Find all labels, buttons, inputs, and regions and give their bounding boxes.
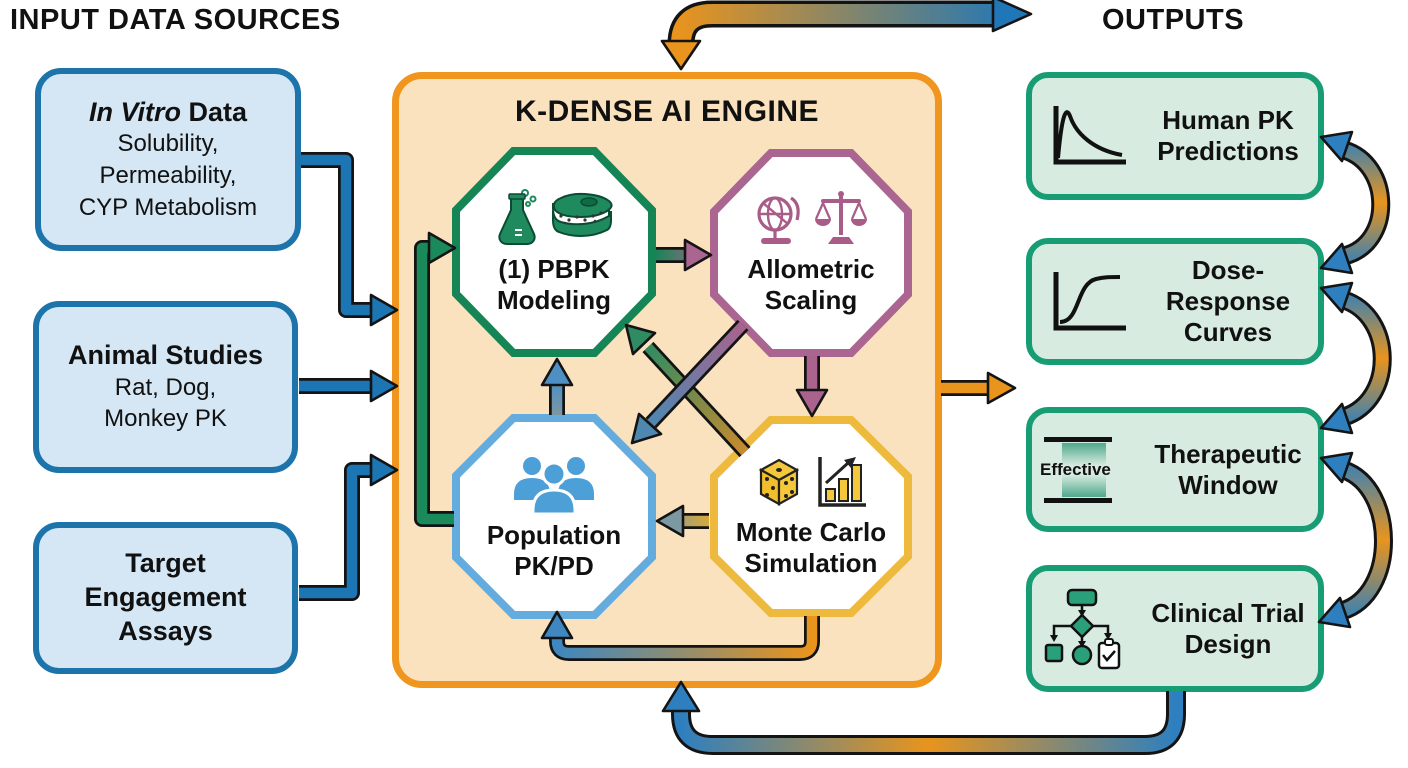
arrow-target-to-engine xyxy=(299,453,399,601)
inputs-header: INPUT DATA SOURCES xyxy=(10,4,341,36)
dose-response-label: Dose- Response Curves xyxy=(1144,255,1318,347)
output-box-clinical-trial: Clinical Trial Design xyxy=(1026,565,1324,692)
arc-humanpk-doseresponse xyxy=(1319,130,1391,275)
globe-icon xyxy=(757,196,800,245)
arc-doseresponse-therapeutic xyxy=(1319,281,1392,435)
in-vitro-line: Permeability, xyxy=(99,161,237,189)
human-pk-line: Human PK xyxy=(1162,105,1294,136)
output-box-therapeutic-window: Effective Therapeutic Window xyxy=(1026,407,1324,532)
dose-response-line: Curves xyxy=(1183,316,1273,347)
in-vitro-line: CYP Metabolism xyxy=(78,193,258,221)
effective-range-band xyxy=(1062,442,1106,497)
bar-chart-rising-icon xyxy=(818,456,866,507)
outputs-header: OUTPUTS xyxy=(1102,4,1245,36)
human-pk-label: Human PK Predictions xyxy=(1144,105,1318,166)
clinical-line: Design xyxy=(1184,628,1272,659)
node-allometric-scaling: Allometric Scaling xyxy=(710,149,912,357)
human-pk-line: Predictions xyxy=(1157,136,1299,166)
trial-flowchart-icon xyxy=(1044,588,1121,669)
in-vitro-title-rest: Data xyxy=(180,96,248,127)
input-box-animal-studies: Animal Studies Rat, Dog, Monkey PK xyxy=(33,301,298,473)
arrow-engine-outputs-top xyxy=(660,0,1033,71)
pk-curve-icon xyxy=(1053,106,1126,165)
arrow-engine-output-right xyxy=(941,371,1017,405)
allometric-label-line: Allometric xyxy=(747,254,875,285)
in-vitro-title: In Vitro Data xyxy=(89,96,247,128)
population-label-line: PK/PD xyxy=(514,550,594,581)
therapeutic-window-icon: Effective xyxy=(1040,427,1136,513)
pbpk-label-line: (1) PBPK xyxy=(498,254,610,285)
clinical-label: Clinical Trial Design xyxy=(1144,598,1318,659)
node-monte-carlo-simulation: Monte Carlo Simulation xyxy=(710,416,912,617)
input-box-target-engagement: Target Engagement Assays xyxy=(33,522,298,674)
therapeutic-label: Therapeutic Window xyxy=(1144,439,1318,500)
arc-therapeutic-clinical xyxy=(1317,451,1393,629)
clinical-line: Clinical Trial xyxy=(1151,597,1305,628)
therapeutic-line: Therapeutic xyxy=(1154,438,1302,469)
people-group-icon xyxy=(514,456,594,514)
node-pbpk-modeling: (1) PBPK Modeling xyxy=(452,147,656,357)
allometric-label-line: Scaling xyxy=(764,285,858,315)
input-box-in-vitro-data: In Vitro Data Solubility, Permeability, … xyxy=(35,68,301,251)
montecarlo-label-line: Simulation xyxy=(744,547,878,578)
dice-icon xyxy=(758,458,800,506)
therapeutic-line: Window xyxy=(1178,469,1278,500)
arrow-invitro-to-engine xyxy=(301,152,399,327)
montecarlo-label-line: Monte Carlo xyxy=(735,516,887,547)
output-box-human-pk: Human PK Predictions xyxy=(1026,72,1324,200)
upper-limit-line xyxy=(1044,436,1112,442)
effective-label: Effective xyxy=(1040,459,1111,479)
tissue-membrane-icon xyxy=(552,193,613,238)
engine-title: K-DENSE AI ENGINE xyxy=(514,95,820,128)
population-label-line: Population xyxy=(486,519,622,550)
arrow-animal-to-engine xyxy=(299,369,399,403)
animal-title: Animal Studies xyxy=(67,340,264,371)
dose-response-line: Dose- xyxy=(1191,255,1265,286)
pbpk-label-line: Modeling xyxy=(496,285,612,315)
in-vitro-line: Solubility, xyxy=(117,130,219,158)
lower-limit-line xyxy=(1044,497,1112,503)
in-vitro-title-italic: In Vitro xyxy=(88,96,181,127)
target-line: Assays xyxy=(118,615,213,646)
animal-line: Monkey PK xyxy=(104,405,227,433)
animal-line: Rat, Dog, xyxy=(114,373,217,401)
output-box-dose-response: Dose- Response Curves xyxy=(1026,238,1324,365)
flask-icon xyxy=(498,189,537,246)
target-line: Engagement xyxy=(84,582,247,613)
target-line: Target xyxy=(125,548,206,579)
node-population-pkpd: Population PK/PD xyxy=(452,414,656,619)
sigmoid-curve-icon xyxy=(1053,271,1126,330)
dose-response-line: Response xyxy=(1165,286,1291,317)
balance-scale-icon xyxy=(814,191,868,245)
